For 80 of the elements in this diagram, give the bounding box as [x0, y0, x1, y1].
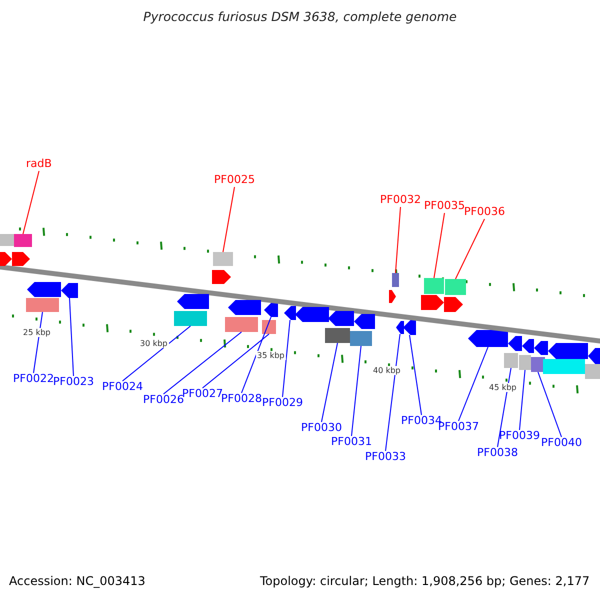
gene-label: PF0036	[464, 206, 505, 219]
gene-label: PF0023	[53, 376, 94, 389]
gene-block	[504, 353, 518, 368]
gene-block	[519, 355, 531, 370]
gene-block	[424, 278, 444, 294]
gene-block	[585, 364, 600, 379]
gene-marker	[508, 336, 522, 351]
gene-label: PF0029	[262, 397, 303, 410]
gene-block	[213, 252, 233, 266]
gene-block	[14, 234, 32, 247]
gene-label: radB	[26, 158, 52, 171]
gene-block	[350, 331, 372, 346]
gene-label: PF0033	[365, 451, 406, 464]
leader-line	[163, 332, 242, 394]
gene-label: PF0032	[380, 194, 421, 207]
leader-line	[409, 334, 422, 416]
gene-marker	[396, 321, 404, 334]
scale-label: 40 kbp	[372, 366, 402, 376]
gene-marker	[403, 320, 416, 335]
scale-label: 45 kbp	[488, 383, 518, 392]
leader-line	[202, 334, 270, 388]
gene-block	[174, 311, 207, 326]
gene-marker	[228, 300, 261, 315]
gene-block	[392, 273, 399, 287]
gene-label: PF0037	[438, 421, 479, 434]
gene-marker	[354, 314, 375, 329]
footer-text: Accession: NC_003413	[9, 574, 146, 589]
leader-line	[122, 326, 191, 382]
gene-label: PF0035	[424, 200, 465, 213]
gene-block	[262, 320, 276, 334]
leader-line	[282, 320, 290, 398]
gene-label: PF0039	[499, 430, 540, 443]
leader-line	[22, 170, 40, 234]
title: Pyrococcus furiosus DSM 3638, complete genome	[142, 10, 458, 24]
leader-line	[455, 218, 485, 280]
gene-marker	[389, 290, 396, 303]
gene-marker	[177, 294, 209, 309]
leader-line	[497, 368, 512, 448]
leader-line	[222, 186, 235, 252]
gene-label: PF0031	[331, 436, 372, 449]
gene-label: PF0038	[477, 447, 518, 460]
gene-marker	[421, 295, 444, 310]
gene-label: PF0027	[182, 388, 223, 401]
gene-label: PF0025	[214, 174, 255, 187]
gene-marker	[444, 297, 463, 312]
gene-marker	[264, 303, 278, 317]
gene-label: PF0040	[541, 437, 582, 450]
leader-line	[33, 312, 43, 374]
gene-marker	[522, 339, 534, 353]
gene-block	[225, 317, 258, 332]
leader-line	[458, 346, 488, 422]
gene-marker	[588, 348, 600, 364]
scale-label: 30 kbp	[139, 339, 169, 348]
leader-line	[385, 334, 400, 452]
gene-marker	[0, 252, 12, 266]
gene-label: PF0026	[143, 394, 184, 407]
leader-line	[395, 206, 401, 274]
gene-label: PF0030	[301, 422, 342, 435]
gene-marker	[328, 311, 354, 326]
gene-block	[0, 234, 14, 246]
gene-block	[543, 359, 585, 374]
gene-marker	[534, 341, 548, 355]
gene-label: PF0024	[102, 381, 143, 394]
gene-block	[445, 279, 466, 295]
scale-label: 35 kbp	[256, 351, 286, 360]
scale-label: 25 kbp	[22, 328, 52, 338]
gene-label: PF0028	[221, 393, 262, 406]
leader-line	[351, 346, 362, 436]
gene-label: PF0022	[13, 373, 54, 386]
gene-block	[26, 298, 59, 312]
gene-marker	[61, 283, 78, 298]
leader-line	[538, 372, 562, 438]
leader-line	[69, 298, 74, 376]
leader-line	[241, 316, 272, 394]
leader-line	[434, 212, 445, 278]
leader-line	[519, 370, 526, 430]
gene-marker	[212, 270, 231, 284]
leader-line	[321, 342, 338, 422]
footer-text: Topology: circular; Length: 1,908,256 bp; Genes: 2,177	[260, 574, 590, 589]
gene-block	[325, 328, 350, 343]
